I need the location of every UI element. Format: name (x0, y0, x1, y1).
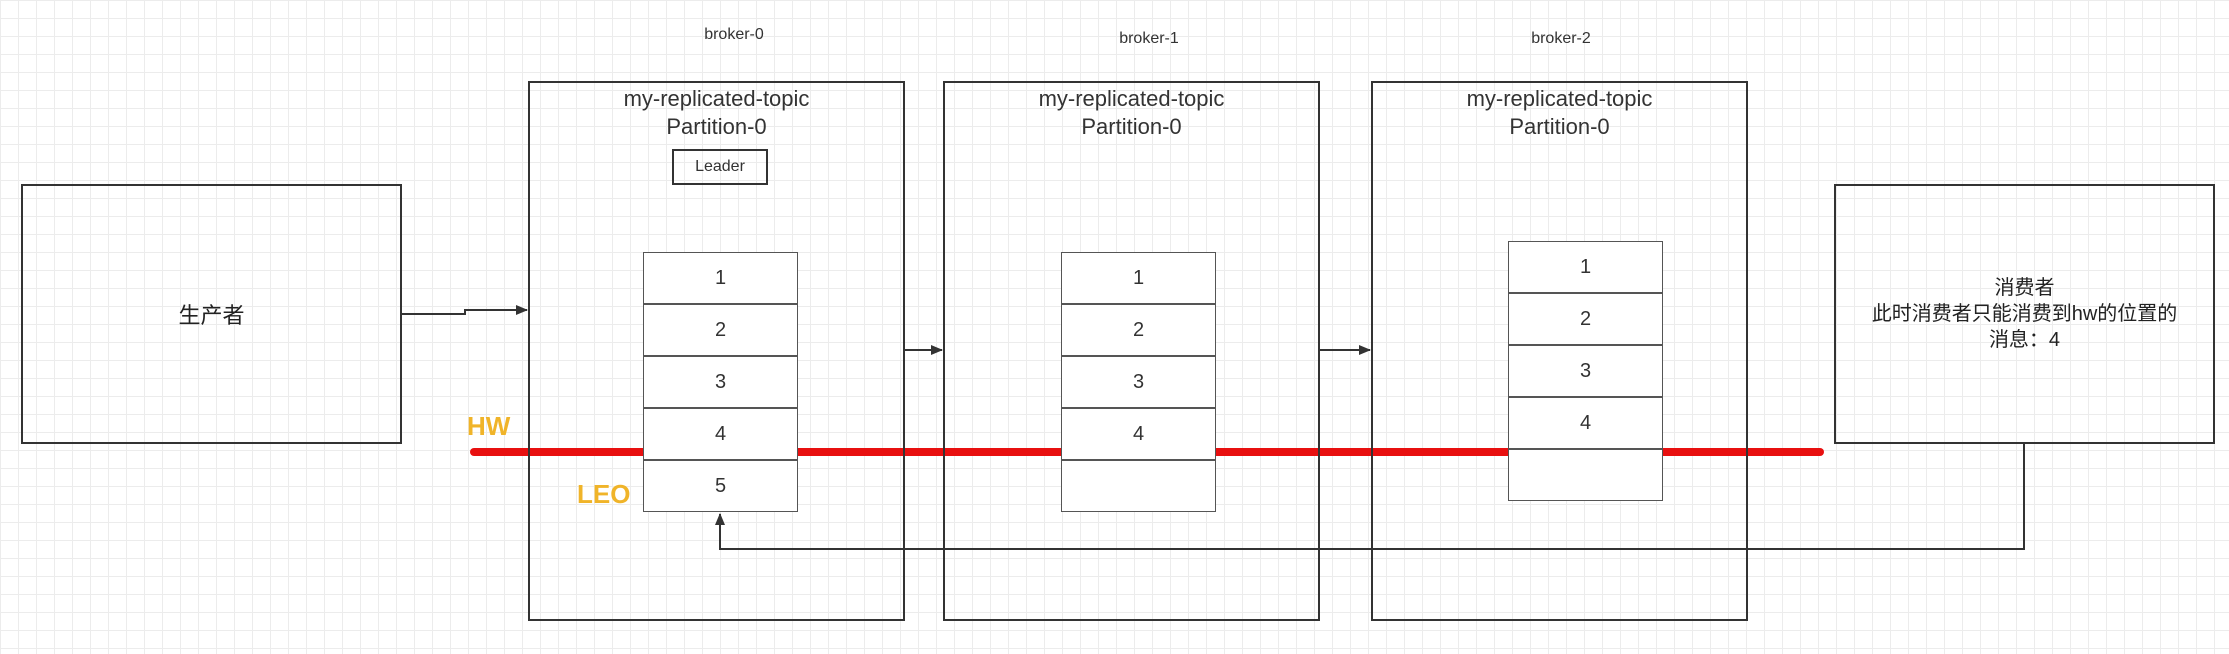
producer-label: 生产者 (178, 303, 245, 328)
broker-1-topic: my-replicated-topic (1038, 86, 1225, 111)
broker-0-label: broker-0 (704, 26, 764, 43)
producer-box[interactable]: 生产者 (21, 184, 402, 444)
broker-2-message (1508, 449, 1663, 501)
broker-0-message: 5 (643, 460, 798, 512)
broker-1-message: 2 (1061, 304, 1216, 356)
broker-0-message: 4 (643, 408, 798, 460)
broker-2-topic: my-replicated-topic (1466, 86, 1653, 111)
broker-2-message: 4 (1508, 397, 1663, 449)
broker-0-message: 3 (643, 356, 798, 408)
leo-marker: LEO (577, 479, 631, 509)
broker-2-message: 1 (1508, 241, 1663, 293)
broker-0-partition: Partition-0 (666, 114, 767, 139)
broker-1-message: 1 (1061, 252, 1216, 304)
broker-0-message: 1 (643, 252, 798, 304)
consumer-title: 消费者 (1994, 277, 2055, 299)
broker-1-message: 3 (1061, 356, 1216, 408)
broker-1-box[interactable]: my-replicated-topic Partition-0 (943, 81, 1320, 621)
broker-2-message: 2 (1508, 293, 1663, 345)
consumer-note-line1: 此时消费者只能消费到hw的位置的 (1871, 303, 2178, 325)
consumer-box[interactable]: 消费者 此时消费者只能消费到hw的位置的 消息：4 (1834, 184, 2215, 444)
broker-0-topic: my-replicated-topic (623, 86, 810, 111)
broker-2-message: 3 (1508, 345, 1663, 397)
broker-1-label: broker-1 (1119, 30, 1179, 47)
broker-1-message (1061, 460, 1216, 512)
broker-2-box[interactable]: my-replicated-topic Partition-0 (1371, 81, 1748, 621)
broker-1-partition: Partition-0 (1081, 114, 1182, 139)
hw-marker: HW (467, 411, 511, 441)
leader-badge: Leader (672, 149, 768, 185)
broker-2-label: broker-2 (1531, 30, 1591, 47)
broker-0-message: 2 (643, 304, 798, 356)
broker-1-message: 4 (1061, 408, 1216, 460)
consumer-note-line2: 消息：4 (1988, 329, 2061, 351)
producer-to-broker0-arrow (402, 305, 528, 315)
broker-2-partition: Partition-0 (1509, 114, 1610, 139)
broker-0-box[interactable]: my-replicated-topic Partition-0 Leader (528, 81, 905, 621)
